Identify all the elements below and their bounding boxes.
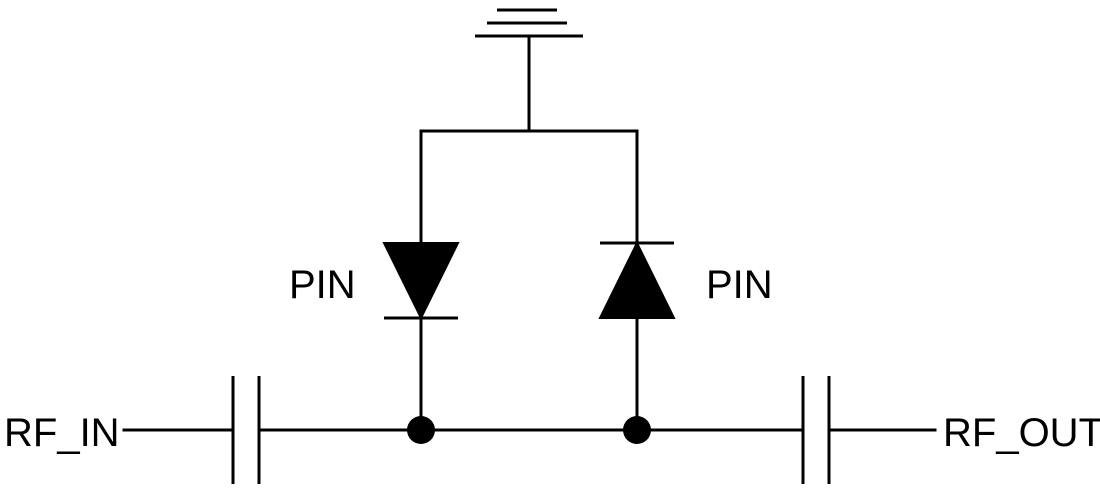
input-capacitor-icon <box>231 376 261 484</box>
ground-icon <box>475 8 583 38</box>
pin-diode-left <box>382 242 460 321</box>
junction-left-dot <box>407 416 435 444</box>
diode-left-triangle-icon <box>382 242 460 321</box>
diode-right-triangle-icon <box>598 240 676 319</box>
rf-in-label: RF_IN <box>4 411 120 455</box>
pin-diode-right <box>598 240 676 319</box>
output-capacitor-icon <box>801 376 831 484</box>
diode-right-label: PIN <box>706 263 773 307</box>
rf-out-label: RF_OUT <box>943 411 1100 455</box>
diode-left-label: PIN <box>289 263 356 307</box>
junction-right-dot <box>623 416 651 444</box>
